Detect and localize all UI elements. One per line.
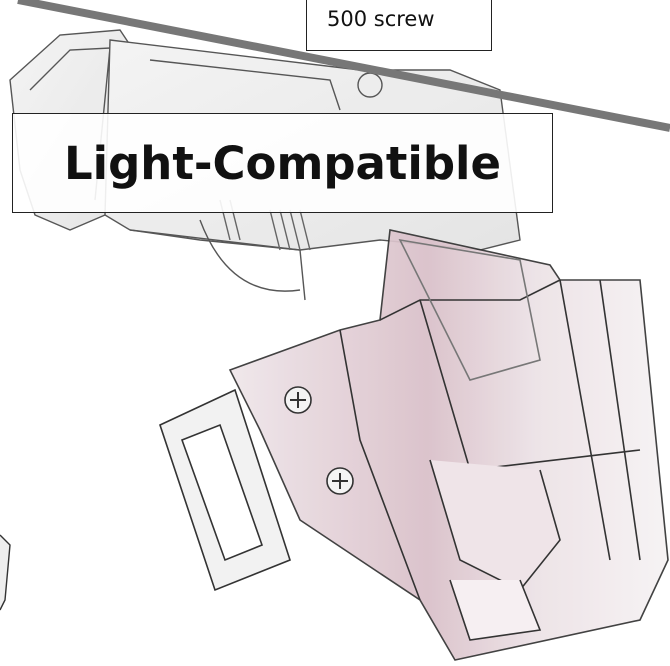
holster-illustration	[228, 229, 669, 661]
screw-label: 500 screw	[306, 0, 492, 51]
screw-icon	[284, 386, 354, 495]
belt-loop-icon	[159, 388, 291, 592]
diagonal-pointer-line	[17, 0, 670, 132]
edge-fragment	[0, 534, 11, 611]
title-label: Light-Compatible	[12, 113, 553, 213]
